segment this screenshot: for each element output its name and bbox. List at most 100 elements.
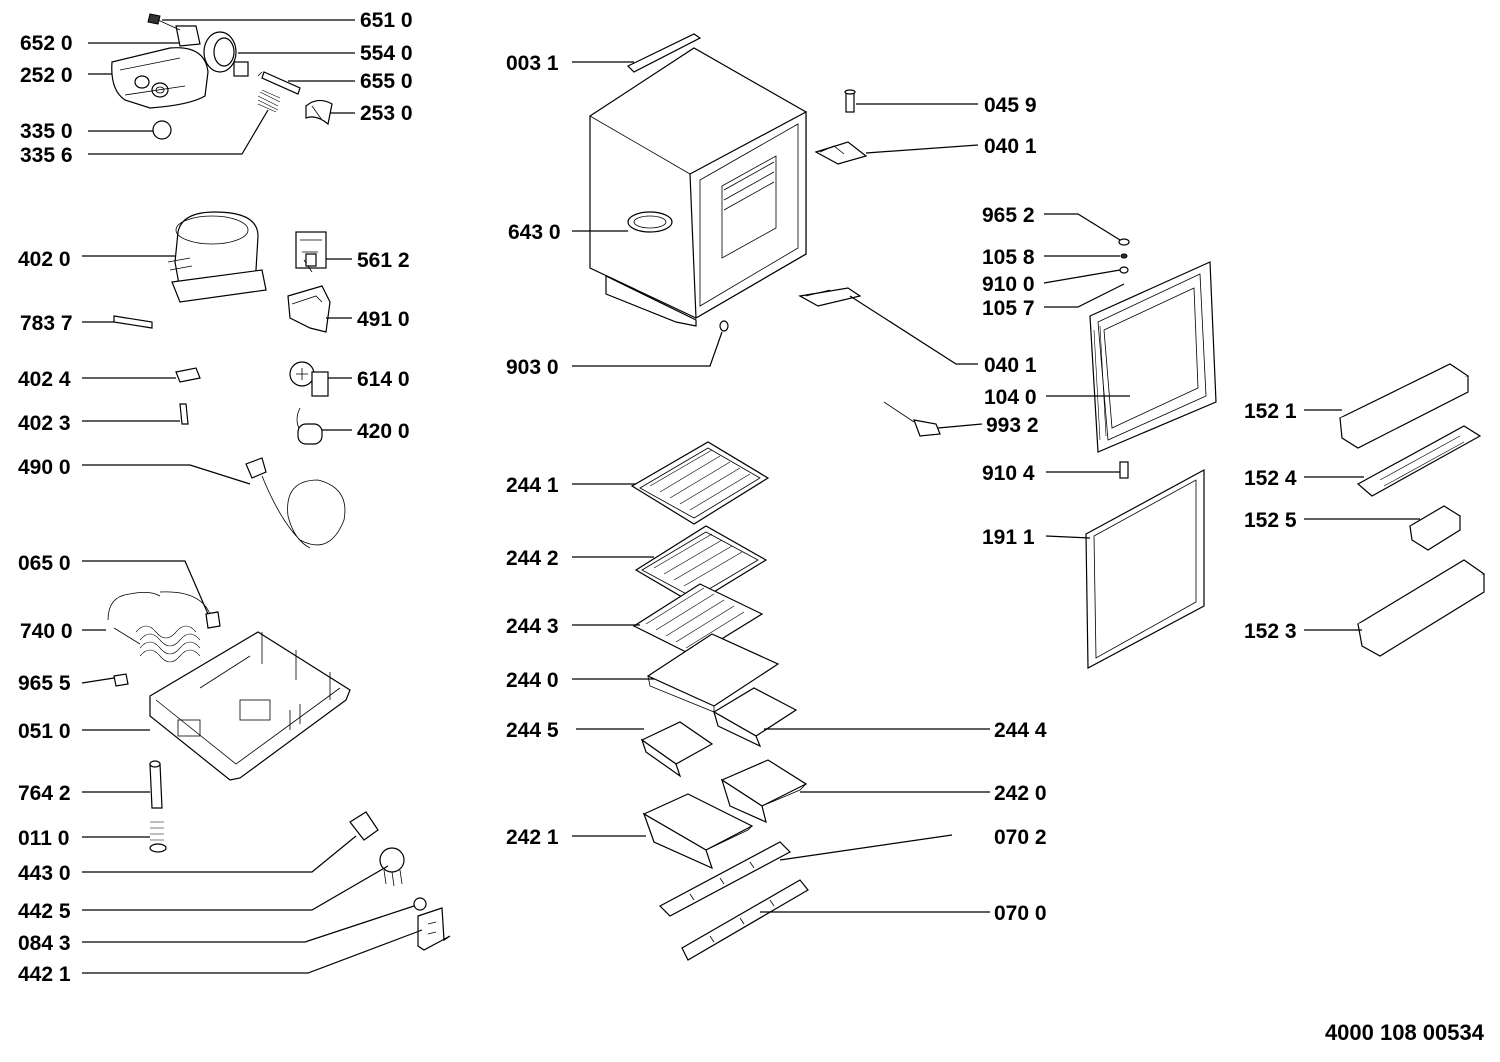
part-bin-2421 — [642, 793, 754, 870]
part-trim-0702 — [659, 841, 791, 917]
label-1524: 152 4 — [1244, 467, 1297, 490]
label-0110: 011 0 — [18, 827, 69, 850]
part-shelf-2440 — [646, 633, 780, 713]
part-tray-2444 — [712, 687, 798, 748]
part-overload-protector — [289, 361, 329, 397]
label-1521: 152 1 — [1244, 400, 1297, 423]
label-4421: 442 1 — [18, 963, 71, 986]
part-tray-2445 — [640, 721, 714, 778]
label-9030: 903 0 — [506, 356, 559, 379]
label-4024: 402 4 — [18, 368, 71, 391]
label-2530: 253 0 — [360, 102, 413, 125]
label-0650: 065 0 — [18, 552, 71, 575]
part-bin-2420 — [720, 759, 808, 824]
part-door-shelf-1523 — [1356, 559, 1486, 657]
label-2441: 244 1 — [506, 474, 559, 497]
part-upper-hinge — [814, 141, 868, 165]
label-0401-lower: 040 1 — [984, 354, 1037, 377]
part-door — [1089, 261, 1217, 453]
part-compressor — [167, 211, 267, 303]
part-drier-tube — [113, 315, 153, 329]
part-knob — [152, 120, 172, 140]
part-screw-9655 — [113, 673, 129, 687]
part-thermostat-knob — [147, 13, 201, 47]
part-thermostat-4425 — [379, 847, 405, 887]
part-lamp-cap — [305, 99, 333, 126]
label-2440: 244 0 — [506, 669, 559, 692]
part-heater-element — [107, 592, 201, 663]
part-switch-4430 — [349, 811, 379, 841]
part-leg — [149, 760, 163, 809]
label-1525: 152 5 — [1244, 509, 1297, 532]
label-6550: 655 0 — [360, 70, 413, 93]
part-clip-4024 — [175, 367, 201, 383]
label-7400: 740 0 — [20, 620, 73, 643]
leader-lines — [81, 19, 1420, 974]
part-shelf-2442 — [634, 525, 768, 605]
label-6430: 643 0 — [508, 221, 561, 244]
part-shelf-2443 — [632, 583, 764, 657]
label-4020: 402 0 — [18, 248, 71, 271]
label-0401-upper: 040 1 — [984, 135, 1037, 158]
part-foot-screw — [149, 821, 167, 853]
label-1057: 105 7 — [982, 297, 1035, 320]
label-2442: 244 2 — [506, 547, 559, 570]
part-drawings — [107, 13, 1486, 961]
label-7837: 783 7 — [20, 312, 73, 335]
label-4900: 490 0 — [18, 456, 71, 479]
part-lower-hinge — [798, 287, 862, 307]
part-relay — [295, 231, 327, 273]
label-1911: 191 1 — [982, 526, 1035, 549]
label-1523: 152 3 — [1244, 620, 1297, 643]
part-cabinet-top-strip — [626, 33, 702, 73]
label-9100: 910 0 — [982, 273, 1035, 296]
label-6520: 652 0 — [20, 32, 73, 55]
part-power-cord — [245, 457, 346, 549]
label-9104: 910 4 — [982, 462, 1035, 485]
part-cabinet-foot — [719, 320, 729, 332]
part-labels: 651 0 652 0 554 0 252 0 655 0 253 0 335 … — [18, 9, 1485, 1045]
part-washer-9100 — [1119, 266, 1129, 274]
label-0702: 070 2 — [994, 826, 1047, 849]
label-2421: 242 1 — [506, 826, 559, 849]
part-bracket-4421 — [417, 907, 451, 951]
part-bulb-socket — [257, 71, 301, 95]
part-door-rail-1524 — [1356, 425, 1482, 497]
part-capacitor — [296, 407, 323, 445]
label-9652: 965 2 — [982, 204, 1035, 227]
label-4425: 442 5 — [18, 900, 71, 923]
label-6140: 614 0 — [357, 368, 410, 391]
label-2520: 252 0 — [20, 64, 73, 87]
label-5540: 554 0 — [360, 42, 413, 65]
label-0510: 051 0 — [18, 720, 71, 743]
label-1058: 105 8 — [982, 246, 1035, 269]
part-trim-0700 — [681, 879, 809, 961]
label-0843: 084 3 — [18, 932, 71, 955]
part-lamp-housing — [111, 47, 209, 109]
label-1040: 104 0 — [984, 386, 1037, 409]
part-drain-valve — [159, 591, 221, 629]
part-relay-cover — [287, 285, 331, 333]
label-7642: 764 2 — [18, 782, 71, 805]
part-shelf-2441 — [630, 441, 770, 525]
label-6510: 651 0 — [360, 9, 413, 32]
part-washer-9652 — [1118, 238, 1130, 246]
label-3350: 335 0 — [20, 120, 73, 143]
part-sensor-cable — [883, 401, 941, 437]
label-5612: 561 2 — [357, 249, 410, 272]
part-clip-4023 — [179, 403, 189, 425]
label-4200: 420 0 — [357, 420, 410, 443]
part-base-tray — [149, 631, 351, 781]
part-hinge-pin — [844, 89, 856, 113]
part-lamp-cover-ring — [203, 31, 249, 77]
part-door-pin — [1119, 461, 1129, 479]
part-knob-0843 — [413, 897, 427, 911]
label-2444: 244 4 — [994, 719, 1047, 742]
part-washer-1058 — [1120, 253, 1128, 259]
label-0459: 045 9 — [984, 94, 1037, 117]
label-2443: 244 3 — [506, 615, 559, 638]
part-door-gasket — [1085, 468, 1205, 669]
label-0031: 003 1 — [506, 52, 559, 75]
label-9932: 993 2 — [986, 414, 1039, 437]
